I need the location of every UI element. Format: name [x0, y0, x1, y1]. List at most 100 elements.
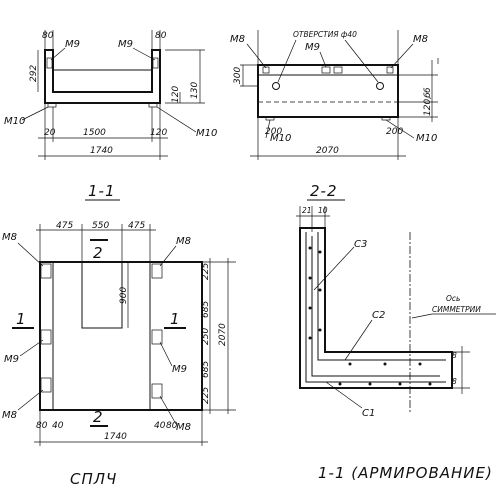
dim-20: 20 [44, 128, 56, 138]
rebar-c1 [305, 232, 446, 383]
m10-left-embed [47, 102, 57, 108]
dim-2070: 2070 [316, 146, 339, 156]
label-m10-right: M10 [416, 133, 437, 144]
channel-profile [44, 49, 161, 104]
label-m8-bottom-left: M8 [2, 410, 17, 421]
dim-40-left: 40 [52, 421, 64, 431]
dim-8: 8 [452, 351, 457, 360]
dim-40-right: 40 [154, 421, 166, 431]
dim-475-left: 475 [56, 221, 73, 231]
label-m8-bottom-right: M8 [176, 422, 191, 433]
dim-292: 292 [29, 65, 39, 82]
m9-embed-a [321, 66, 331, 74]
label-m9-right: M9 [172, 364, 187, 375]
cutout [81, 262, 123, 329]
m8-left-embed [262, 66, 270, 74]
leader [325, 381, 363, 409]
dim-250: 250 [201, 328, 211, 345]
leader [21, 106, 49, 121]
dim-685-bottom: 685 [201, 361, 211, 378]
dim-120: 120 [150, 128, 167, 138]
label-holes: ОТВЕРСТИЯ ф40 [293, 30, 357, 39]
dim-200-left: 200 [265, 127, 282, 137]
m8-right-embed [386, 66, 394, 74]
dim-130: 130 [190, 82, 200, 99]
label-m9-left: M9 [4, 354, 19, 365]
leader [132, 47, 156, 61]
slab-outline [39, 261, 203, 411]
beam-outline [257, 64, 399, 118]
label-axis-2: СИММЕТРИИ [432, 305, 481, 314]
dim-900: 900 [119, 287, 129, 304]
m8-embed-left-bottom [40, 377, 52, 393]
dim-80-right: 80 [155, 31, 167, 41]
label-c1: С1 [362, 408, 375, 419]
caption-view-2-2: 2-2 [310, 182, 338, 200]
dim-685-top: 685 [201, 301, 211, 318]
leader [265, 119, 271, 139]
dim-120-6: 120, 6 [423, 87, 433, 116]
dim-1740-plan: 1740 [104, 432, 127, 442]
m10-right-embed [148, 102, 158, 108]
leader [246, 43, 267, 69]
rebar-view: Ось СИММЕТРИИ С3 С2 С1 21 10 8 8 1-1 (АР… [296, 206, 496, 482]
label-c3: С3 [354, 239, 367, 250]
dim-80-left: 80 [42, 31, 54, 41]
leader [159, 245, 177, 267]
leader [313, 246, 355, 291]
leader [17, 242, 44, 267]
label-m10-left: M10 [270, 133, 291, 144]
m8-embed-right-top [151, 263, 163, 279]
leader [411, 313, 433, 319]
rebar-c3 [311, 236, 440, 377]
dim-1740: 1740 [90, 146, 113, 156]
label-axis-1: Ось [446, 294, 460, 303]
m9-left-embed [46, 57, 53, 69]
label-m8-top-right: M8 [176, 236, 191, 247]
concrete-outline [299, 227, 453, 389]
dim-80-left: 80 [36, 421, 48, 431]
view-1-1: 80 80 M9 M9 292 130 120 M10 M10 20 1500 … [4, 30, 217, 201]
dim-550: 550 [92, 221, 109, 231]
dim-6: 6 [423, 92, 433, 98]
dim-2070-plan: 2070 [218, 323, 228, 346]
leader [390, 43, 414, 69]
m8-embed-right-bottom [151, 383, 163, 399]
leader [319, 51, 327, 68]
leader [17, 389, 44, 411]
caption-rebar: 1-1 (АРМИРОВАНИЕ) [318, 464, 493, 482]
caption-view-1-1: 1-1 [88, 182, 116, 200]
leader [50, 47, 66, 61]
leader [385, 119, 415, 139]
dim-8-b: 8 [452, 377, 457, 386]
rebar-dots [308, 246, 432, 386]
dim-225-bottom: 225 [201, 387, 211, 404]
section-2-bottom: 2 [93, 408, 104, 426]
label-m8-top-left: M8 [2, 232, 17, 243]
m9-embed-right [151, 329, 163, 345]
leader [159, 341, 173, 367]
label-m8-left: M8 [230, 34, 245, 45]
m9-embed-left [40, 329, 52, 345]
label-m9-left: M9 [65, 39, 80, 50]
dim-80-right: 80 [166, 421, 178, 431]
label-m9: M9 [305, 42, 320, 53]
leader [277, 39, 297, 83]
rebar-c2 [317, 232, 446, 361]
m9-right-embed [152, 57, 159, 69]
view-2-2: M8 ОТВЕРСТИЯ ф40 M9 M8 300 120, 6 6 M10 … [230, 30, 439, 201]
dim-200-right: 200 [386, 127, 403, 137]
hole-left [272, 82, 280, 90]
label-m10-right: M10 [196, 128, 217, 139]
caption-plan: СПЛЧ [70, 470, 117, 488]
dim-120-v: 120 [171, 86, 181, 103]
dim-225-top: 225 [201, 263, 211, 280]
label-m8-right: M8 [413, 34, 428, 45]
leader [156, 106, 197, 133]
m8-embed-left-top [40, 263, 52, 279]
hole-right [376, 82, 384, 90]
section-2-top: 2 [93, 244, 104, 262]
leader [159, 395, 177, 425]
dim-1500: 1500 [83, 128, 106, 138]
label-c2: С2 [372, 310, 385, 321]
